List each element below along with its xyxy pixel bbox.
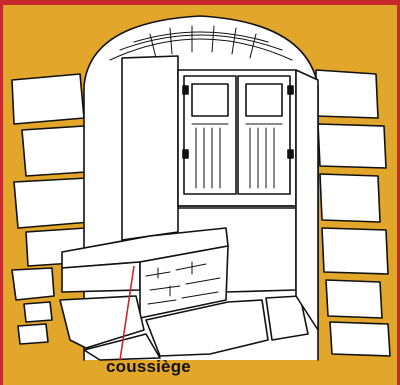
right-jamb bbox=[296, 70, 318, 330]
left-jamb bbox=[122, 56, 178, 240]
right-wall-stones bbox=[316, 70, 390, 356]
coussiege-label: coussiège bbox=[106, 357, 191, 377]
window bbox=[178, 70, 296, 206]
